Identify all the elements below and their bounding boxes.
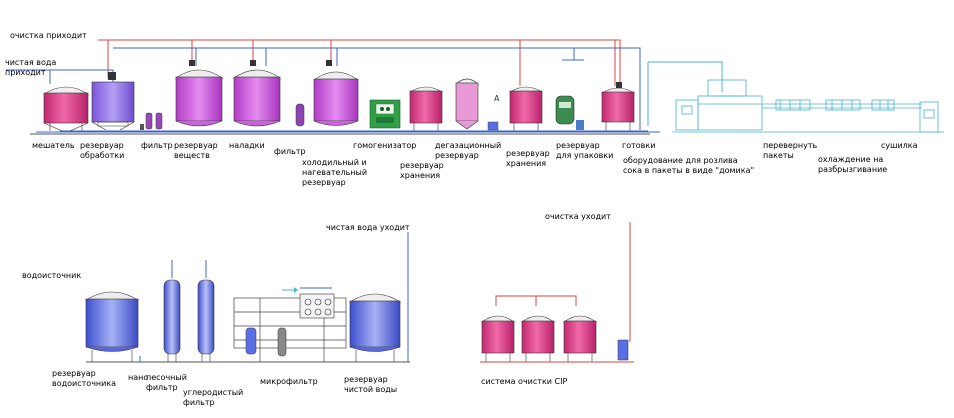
adjust-tank-label: наладки: [229, 141, 265, 150]
cip-system-label: система очистки CIP: [481, 377, 568, 386]
top-cyan-pipe: [647, 61, 723, 126]
substance-tank: [175, 60, 223, 127]
sand-filter-label: песочный фильтр: [146, 373, 187, 392]
nano-label: нано: [128, 373, 149, 382]
source-tank: [84, 291, 140, 362]
mixer-tank: [42, 86, 90, 132]
water-source-label: водоисточник: [22, 271, 82, 280]
spray-cooling-label: охлаждение на разбрызгивание: [818, 155, 888, 174]
storage-tank-2: [508, 86, 544, 131]
bottom-arrow: [282, 287, 298, 293]
cleaning-out-label: очистка уходит: [545, 212, 611, 221]
source-tank-label: резервуар водоисточника: [52, 369, 117, 388]
filling-machine: [675, 79, 763, 131]
packing-tank: [555, 95, 584, 130]
cold-hot-tank-label: холодильный и нагевательный резервуар: [302, 158, 368, 187]
sand-filter-column: [163, 279, 181, 362]
ro-panel: [299, 293, 335, 319]
carbon-filter-label: углеродистый фильтр: [183, 388, 244, 407]
cip-tank-1: [481, 315, 515, 362]
small-filter-1: [140, 112, 163, 130]
homogenizer-label: гомогенизатор: [353, 141, 417, 150]
microfilter-unit: [245, 327, 287, 357]
mixer-label: мешатель: [32, 141, 75, 150]
cip-tank-2: [521, 315, 555, 362]
dryer-unit: [919, 101, 939, 133]
conveyor-line: [762, 99, 922, 111]
treatment-tank: [91, 72, 135, 131]
svg-text:A: A: [494, 94, 500, 103]
small-filter-2: [295, 103, 305, 127]
ready-tank: [600, 82, 636, 131]
cip-pump: [617, 339, 629, 361]
degassing-tank-label: дегазационный резервуар: [435, 141, 502, 160]
top-blue-pipe: [6, 47, 641, 130]
filter-1-label: фильтр: [141, 141, 173, 150]
degassing-tank: A: [455, 78, 500, 131]
turn-packets-label: перевернуть пакеты: [763, 141, 818, 160]
filter-2-label: фильтр: [274, 147, 306, 156]
clean-water-tank: [348, 293, 402, 362]
carbon-filter-column: [197, 279, 215, 362]
clean-water-out-label: чистая вода уходит: [326, 223, 410, 232]
storage-tank-2-label: резервуар хранения: [506, 149, 550, 168]
clean-water-tank-label: резервуар чистой воды: [344, 375, 398, 394]
clean-water-in-label: чистая вода приходит: [5, 58, 57, 77]
cip-tank-3: [563, 315, 597, 362]
homogenizer: [369, 99, 401, 129]
substance-tank-label: резервуар веществ: [174, 141, 218, 160]
packing-tank-label: резервуар для упаковки: [556, 141, 614, 160]
filling-machine-label: оборудование для розлива сока в пакеты в…: [623, 156, 755, 175]
ready-tank-label: готовки: [622, 141, 656, 150]
storage-tank-1: [408, 86, 444, 131]
dryer-label: сушилка: [881, 141, 918, 150]
cold-hot-tank: [313, 60, 359, 126]
microfilter-label: микрофильтр: [260, 377, 318, 386]
cip-pipes: [480, 222, 634, 363]
storage-tank-1-label: резервуар хранения: [400, 161, 444, 180]
treatment-tank-label: резервуар обработки: [80, 141, 125, 160]
cleaning-in-label: очистка приходит: [10, 31, 87, 40]
top-main-line: [36, 130, 660, 133]
adjust-tank: [233, 60, 281, 127]
